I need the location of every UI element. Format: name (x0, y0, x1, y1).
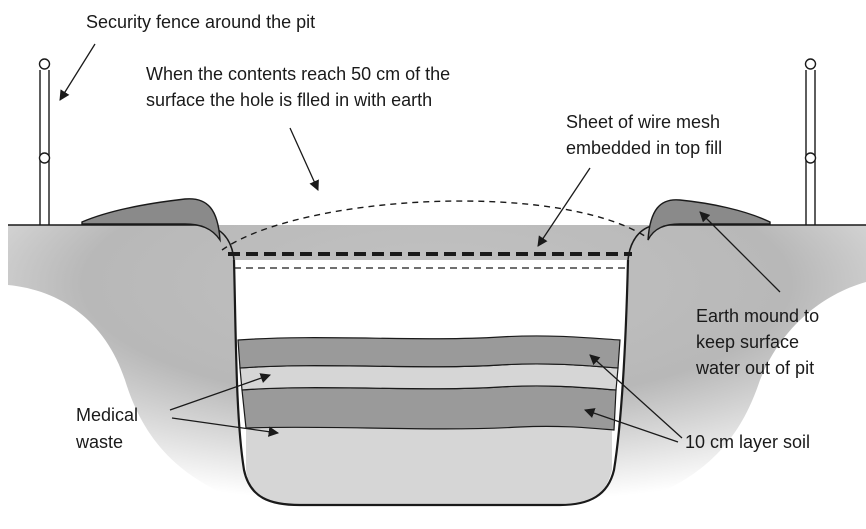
arrow-mound (699, 211, 781, 293)
label-fill-line1: When the contents reach 50 cm of the (146, 64, 450, 84)
label-fence: Security fence around the pit (86, 12, 315, 32)
label-mesh-line1: Sheet of wire mesh (566, 112, 720, 132)
waste-layer-upper (239, 363, 619, 391)
fill-dome-line (221, 200, 649, 251)
fence-post-right (804, 58, 817, 225)
arrow-waste-lower (171, 417, 280, 437)
label-mound-line1: Earth mound to (696, 306, 819, 326)
arrow-waste-upper (169, 373, 271, 411)
arrow-fill-dome (289, 127, 319, 191)
label-mound-line2: keep surface (696, 332, 799, 352)
soil-layer-upper (237, 335, 621, 369)
arrow-soil-upper (589, 354, 683, 439)
label-soil: 10 cm layer soil (685, 432, 810, 452)
waste-layer-bottom (246, 426, 612, 505)
arrow-fence (59, 43, 96, 101)
label-mesh-line2: embedded in top fill (566, 138, 722, 158)
label-waste-line2: waste (75, 432, 123, 452)
pit-wall (232, 259, 630, 507)
earth-mound-left (81, 198, 221, 243)
label-fill-line2: surface the hole is flled in with earth (146, 90, 432, 110)
arrow-wire-mesh (537, 167, 591, 247)
label-waste-line1: Medical (76, 405, 138, 425)
arrow-soil-lower (584, 408, 679, 443)
soil-layer-lower (241, 385, 617, 431)
label-mound-line3: water out of pit (695, 358, 814, 378)
fence-post-left (38, 58, 51, 225)
